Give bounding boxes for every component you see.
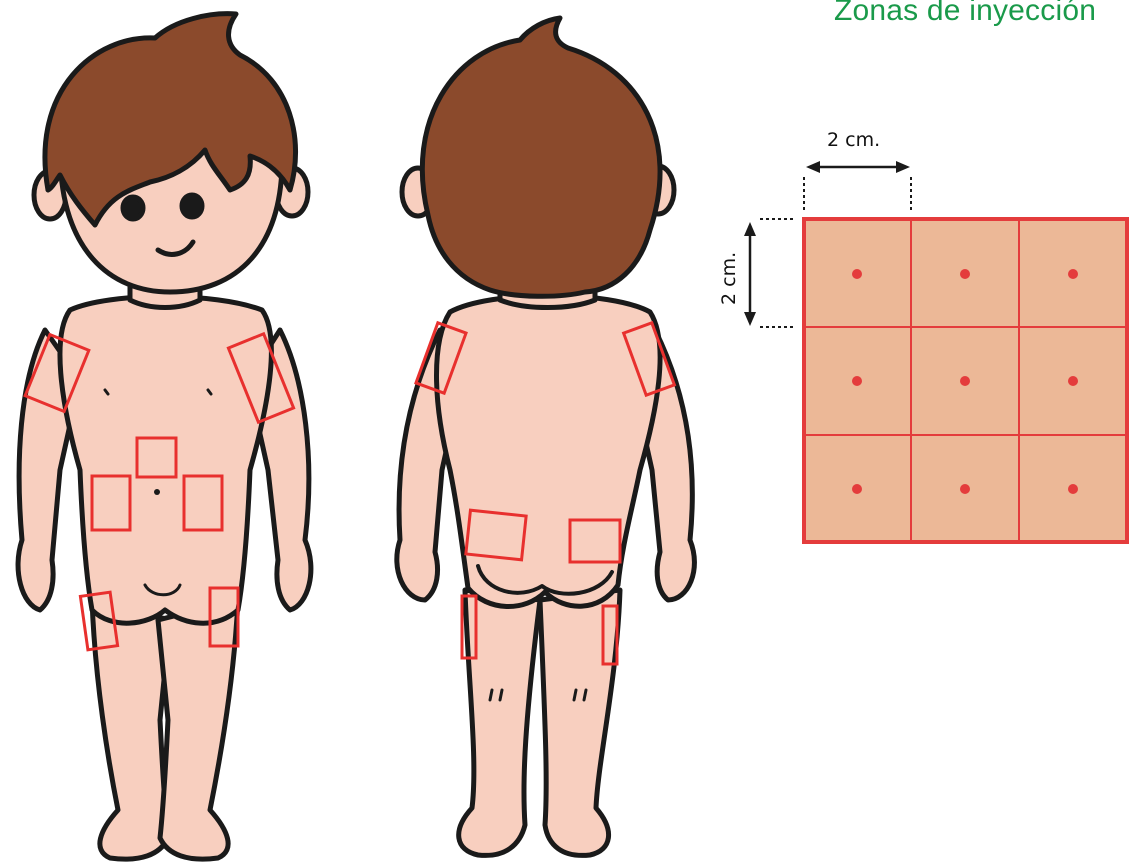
back-left-leg: [459, 590, 540, 855]
back-right-leg: [540, 590, 620, 855]
injection-point: [960, 484, 970, 494]
injection-point: [960, 376, 970, 386]
injection-point: [1068, 376, 1078, 386]
injection-point: [852, 484, 862, 494]
injection-point: [1068, 269, 1078, 279]
back-figure: [397, 18, 695, 855]
height-dimension: [744, 219, 796, 327]
back-hair: [422, 18, 660, 296]
front-torso: [60, 297, 271, 624]
injection-grid-diagram: 2 cm. 2 cm.: [718, 129, 1127, 542]
front-figure: [18, 14, 311, 859]
width-label: 2 cm.: [827, 129, 880, 151]
height-label: 2 cm.: [718, 252, 740, 305]
injection-point: [852, 269, 862, 279]
injection-point: [852, 376, 862, 386]
front-right-leg: [158, 600, 238, 859]
width-dimension: [804, 161, 911, 210]
injection-point: [1068, 484, 1078, 494]
injection-point: [960, 269, 970, 279]
